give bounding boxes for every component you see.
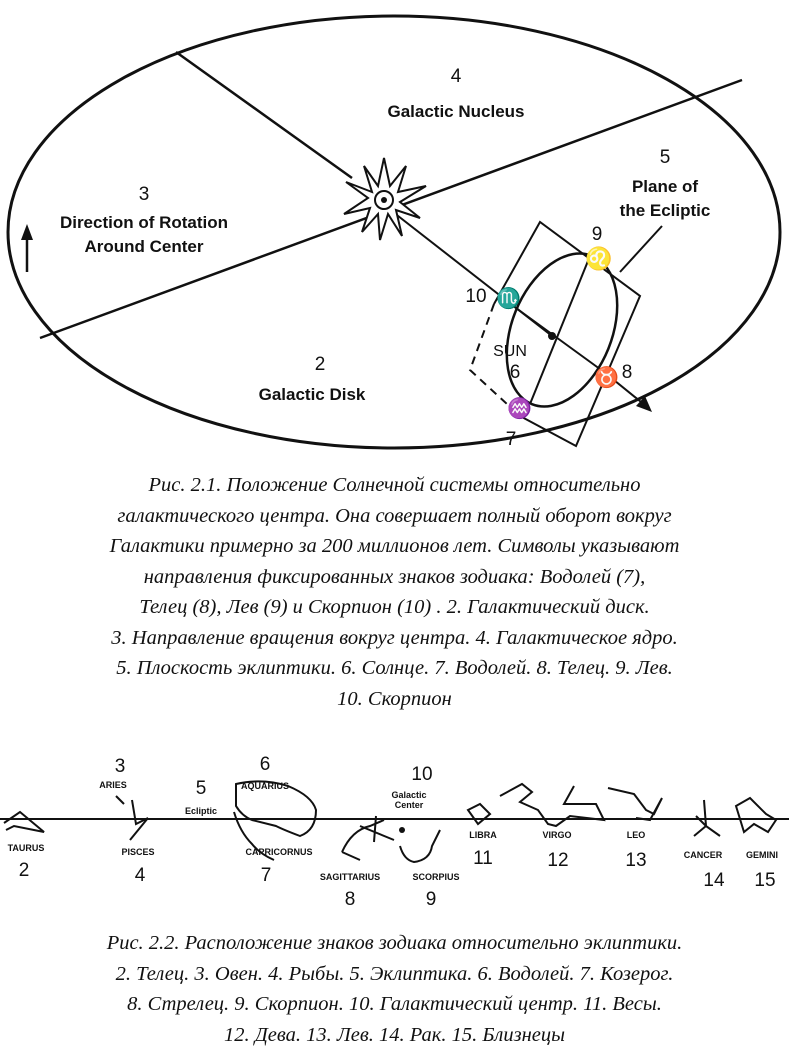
label-cancer: CANCER <box>684 850 723 860</box>
label-num-10: 10 <box>465 286 486 307</box>
label-ecliptic: Ecliptic <box>185 806 217 816</box>
taurus-arrow-head <box>636 396 652 412</box>
leo-symbol-icon: ♌ <box>585 246 612 271</box>
caption-line: 5. Плоскость эклиптики. 6. Солнце. 7. Во… <box>116 657 673 679</box>
label-capricornus: CAPRICORNUS <box>245 847 312 857</box>
caption-line: 2. Телец. 3. Овен. 4. Рыбы. 5. Эклиптика… <box>115 962 674 985</box>
label-plane-of: Plane of <box>632 177 698 196</box>
label-galactic-nucleus: Galactic Nucleus <box>387 102 524 121</box>
capricornus-shape <box>233 811 275 861</box>
caption-line: направления фиксированных знаков зодиака… <box>143 565 646 588</box>
taurus-symbol-icon: ♉ <box>594 365 619 389</box>
caption-line: 3. Направление вращения вокруг центра. 4… <box>111 626 678 649</box>
label-num-5: 5 <box>660 147 671 168</box>
ecliptic-plane-solid <box>493 220 642 448</box>
label-galactic-disk: Galactic Disk <box>259 385 366 404</box>
label-sagittarius: SAGITTARIUS <box>320 872 380 882</box>
label-num-12: 12 <box>547 850 568 871</box>
aries-shape <box>115 795 125 805</box>
ecliptic-plane-dashed <box>468 303 521 417</box>
label-virgo: VIRGO <box>542 830 571 840</box>
label-num-3: 3 <box>115 756 126 777</box>
pisces-shape <box>129 799 149 841</box>
label-galactic: Galactic <box>391 790 426 800</box>
label-libra: LIBRA <box>469 830 497 840</box>
label-num-7: 7 <box>261 865 272 886</box>
label-direction-of-rotation: Direction of Rotation <box>60 213 228 232</box>
label-num-2: 2 <box>19 860 30 881</box>
galactic-nucleus-star <box>343 157 427 241</box>
label-leo: LEO <box>627 830 646 840</box>
caption-line: 10. Скорпион <box>337 687 452 710</box>
label-scorpius: SCORPIUS <box>412 872 459 882</box>
label-num-9: 9 <box>426 889 437 910</box>
caption-line: 12. Дева. 13. Лев. 14. Рак. 15. Близнецы <box>223 1023 566 1046</box>
label-aries: ARIES <box>99 780 127 790</box>
zodiac-ecliptic-diagram: 3 ARIES 5 Ecliptic 6 AQUARIUS 10 Galacti… <box>0 754 789 910</box>
scorpius-shape <box>399 829 441 864</box>
label-the-ecliptic: the Ecliptic <box>620 201 711 220</box>
aquarius-shape <box>235 780 318 838</box>
label-sun: SUN <box>493 343 527 360</box>
caption-line: Телец (8), Лев (9) и Скорпион (10) . 2. … <box>139 596 650 618</box>
ecliptic-pointer-line <box>619 225 663 273</box>
label-aquarius: AQUARIUS <box>241 781 289 791</box>
figure-1-caption: Рис. 2.1. Положение Солнечной системы от… <box>0 470 789 714</box>
caption-line: Галактики примерно за 200 миллионов лет.… <box>109 535 680 557</box>
label-num-11: 11 <box>473 848 493 869</box>
caption-line: галактического центра. Она совершает пол… <box>117 504 672 527</box>
caption-line: Рис. 2.2. Расположение знаков зодиака от… <box>106 932 683 954</box>
label-num-6: 6 <box>260 754 271 775</box>
libra-shape <box>466 802 492 826</box>
figure-2-caption: Рис. 2.2. Расположение знаков зодиака от… <box>0 928 789 1050</box>
label-num-2: 2 <box>315 354 326 375</box>
sagittarius-shape <box>341 815 395 861</box>
cancer-shape <box>693 799 721 837</box>
label-num-7: 7 <box>506 429 517 450</box>
label-around-center: Around Center <box>85 237 204 256</box>
label-pisces: PISCES <box>121 847 154 857</box>
label-num-5: 5 <box>196 778 207 799</box>
taurus-arrow-line <box>603 371 647 407</box>
galactic-disk-ellipse <box>6 14 782 450</box>
caption-line: 8. Стрелец. 9. Скорпион. 10. Галактическ… <box>127 993 662 1015</box>
label-num-9: 9 <box>592 224 603 245</box>
solar-orbit-ellipse <box>505 252 619 408</box>
label-taurus: TAURUS <box>8 843 45 853</box>
label-num-8: 8 <box>622 362 633 383</box>
sun-dot <box>548 332 556 340</box>
galaxy-diagram: ♌ ♏ ♉ ♒ 4 Galactic Nucleus 5 Plane of th… <box>6 14 782 450</box>
scorpio-symbol-icon: ♏ <box>496 286 521 310</box>
orbit-axis-long <box>529 255 591 405</box>
leo-shape <box>607 787 663 822</box>
label-num-4: 4 <box>135 865 146 886</box>
virgo-shape <box>499 782 606 828</box>
label-num-4: 4 <box>451 66 462 87</box>
label-center: Center <box>395 800 424 810</box>
label-num-8: 8 <box>345 889 356 910</box>
taurus-shape <box>3 810 45 833</box>
caption-line: Рис. 2.1. Положение Солнечной системы от… <box>148 474 641 496</box>
gemini-shape <box>734 796 778 834</box>
disk-axis-line <box>175 50 353 180</box>
galactic-center-dot <box>399 827 405 833</box>
label-gemini: GEMINI <box>746 850 778 860</box>
aquarius-symbol-icon: ♒ <box>507 396 532 420</box>
label-num-14: 14 <box>703 870 725 891</box>
label-num-3: 3 <box>139 184 150 205</box>
label-num-13: 13 <box>625 850 646 871</box>
label-num-15: 15 <box>754 870 775 891</box>
label-num-6: 6 <box>510 362 521 383</box>
label-num-10: 10 <box>411 764 432 785</box>
rotation-arrow-icon <box>21 224 33 240</box>
